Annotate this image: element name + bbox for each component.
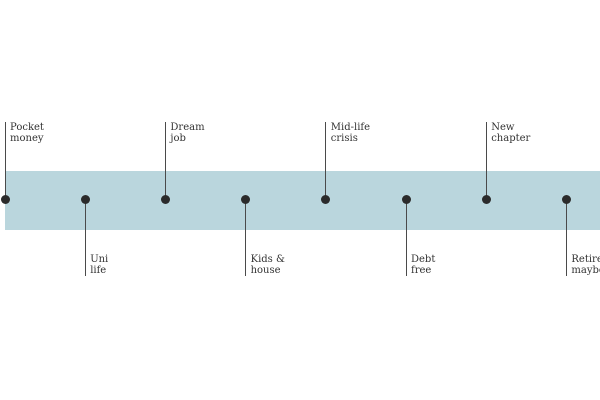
- milestone-label: Uni life: [90, 254, 109, 276]
- milestone-label: Kids & house: [250, 254, 285, 276]
- milestone-stem: [164, 122, 166, 199]
- milestone-dot: [481, 194, 491, 204]
- milestone-dot: [401, 194, 411, 204]
- timeline-band: [5, 171, 600, 230]
- milestone-label: Retire, maybe: [571, 254, 600, 276]
- milestone-label: Pocket money: [10, 122, 44, 144]
- milestone-stem: [325, 122, 327, 199]
- milestone-label: Mid-life crisis: [330, 122, 371, 144]
- milestone-stem: [245, 199, 247, 276]
- milestone-dot: [321, 194, 331, 204]
- milestone-dot: [561, 194, 571, 204]
- milestone-dot: [241, 194, 251, 204]
- milestone-label: New chapter: [491, 122, 531, 144]
- milestone-dot: [0, 194, 10, 204]
- milestone-label: Debt free: [411, 254, 436, 276]
- milestone-stem: [4, 122, 6, 199]
- milestone-dot: [160, 194, 170, 204]
- milestone-stem: [84, 199, 86, 276]
- milestone-stem: [565, 199, 567, 276]
- milestone-label: Dream job: [170, 122, 205, 144]
- milestone-stem: [485, 122, 487, 199]
- milestone-dot: [80, 194, 90, 204]
- milestone-stem: [405, 199, 407, 276]
